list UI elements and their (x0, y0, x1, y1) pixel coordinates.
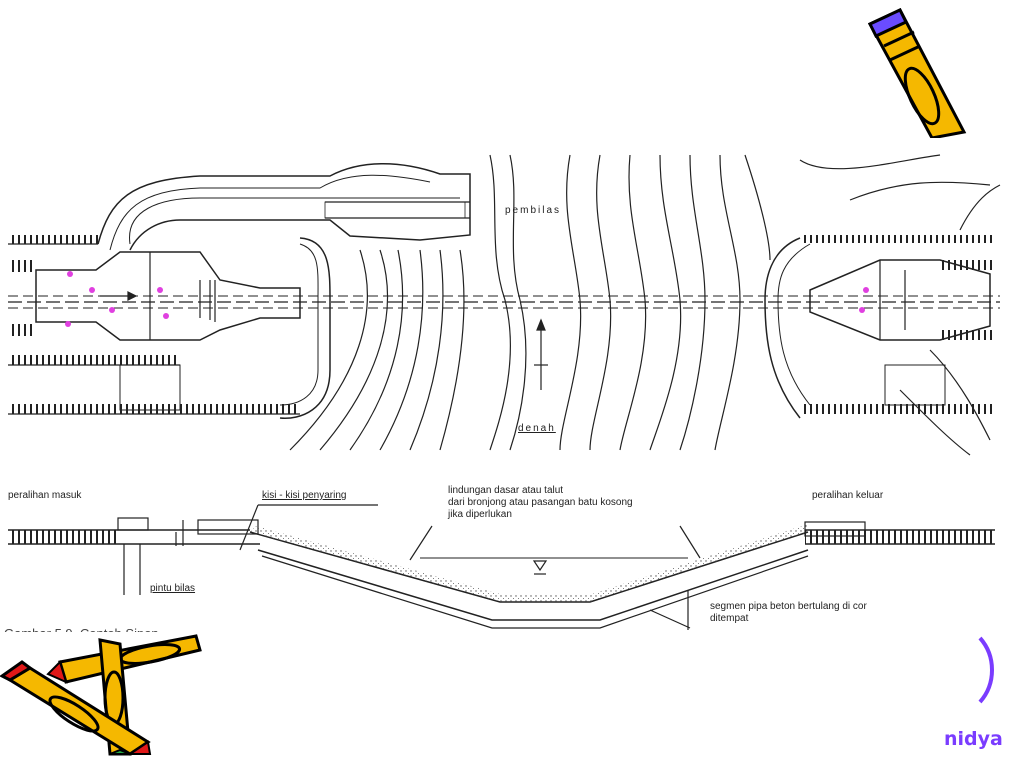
figure-caption: Gambar 5.9. Contoh Sipon (4, 626, 159, 632)
label-kisi-penyaring: kisi - kisi penyaring (262, 490, 347, 501)
label-segmen-1: segmen pipa beton bertulang di cor (710, 601, 867, 612)
author-signature: nidya (944, 728, 1003, 750)
section-view (8, 504, 995, 630)
bracket-icon (978, 636, 994, 704)
label-lindungan-1: lindungan dasar atau talut (448, 485, 564, 496)
crossed-pencils-icon (0, 634, 202, 756)
pink-markers (65, 271, 869, 327)
pencil-icon (867, 8, 967, 138)
label-lindungan-2: dari bronjong atau pasangan batu kosong (448, 497, 633, 508)
label-segmen-2: ditempat (710, 613, 749, 624)
label-pintu-bilas: pintu bilas (150, 583, 196, 594)
label-peralihan-keluar: peralihan keluar (812, 490, 884, 501)
label-lindungan-3: jika diperlukan (448, 509, 512, 520)
label-peralihan-masuk: peralihan masuk (8, 490, 82, 501)
siphon-drawing (8, 154, 1001, 630)
label-pembilas: pembilas (505, 205, 562, 216)
label-denah: denah (518, 423, 556, 434)
plan-view (8, 154, 1001, 456)
